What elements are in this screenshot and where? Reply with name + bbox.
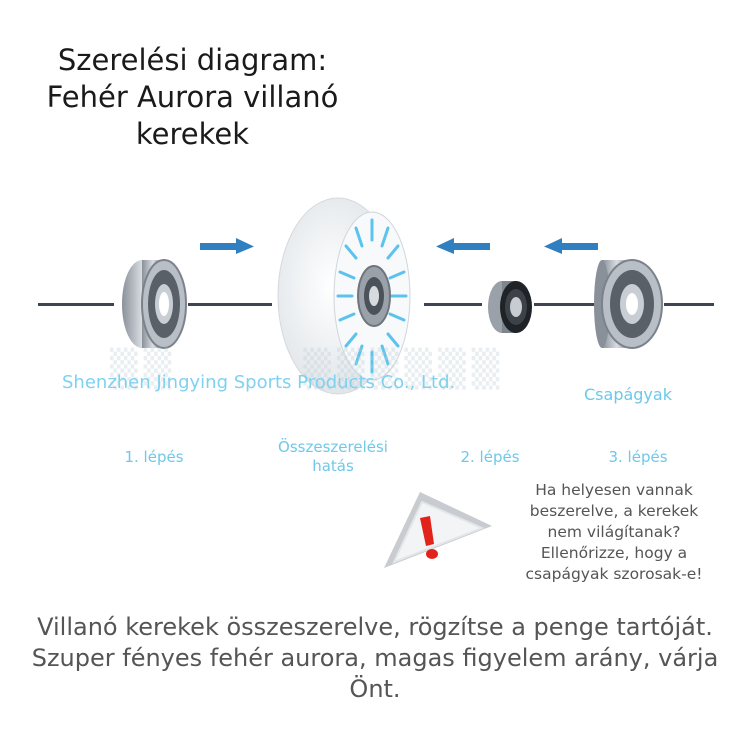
- axis-line-mid: [424, 303, 482, 306]
- ghost-watermark: ▒▒ ▒▒▒▒▒▒: [110, 349, 506, 390]
- arrow-right-icon: [200, 238, 254, 254]
- step-2-label: 2. lépés: [460, 448, 520, 466]
- warning-icon: [384, 492, 492, 568]
- bottom-description: Villanó kerekek összeszerelve, rögzítse …: [31, 613, 719, 703]
- arrow-left-icon: [436, 238, 490, 254]
- bearings-label: Csapágyak: [584, 385, 672, 404]
- axis-line-mid-right: [534, 303, 598, 306]
- arrow-left-icon: [544, 238, 598, 254]
- diagram-title: Szerelési diagram: Fehér Aurora villanó …: [46, 43, 339, 151]
- step-3-label: 3. lépés: [608, 448, 668, 466]
- step-1-label: 1. lépés: [124, 448, 184, 466]
- axis-line-right: [664, 303, 714, 306]
- bearing-icon: [594, 259, 663, 349]
- warning-note: Ha helyesen vannak beszerelve, a kerekek…: [525, 481, 703, 583]
- bearing-icon: [122, 259, 187, 349]
- assembly-effect-label: Összeszerelési hatás: [278, 438, 388, 475]
- wheel-icon: [277, 197, 411, 395]
- axis-line-mid-left: [188, 303, 272, 306]
- spacer-icon: [488, 281, 532, 333]
- axis-line-left: [38, 303, 114, 306]
- company-watermark: Shenzhen Jingying Sports Products Co., L…: [62, 372, 456, 393]
